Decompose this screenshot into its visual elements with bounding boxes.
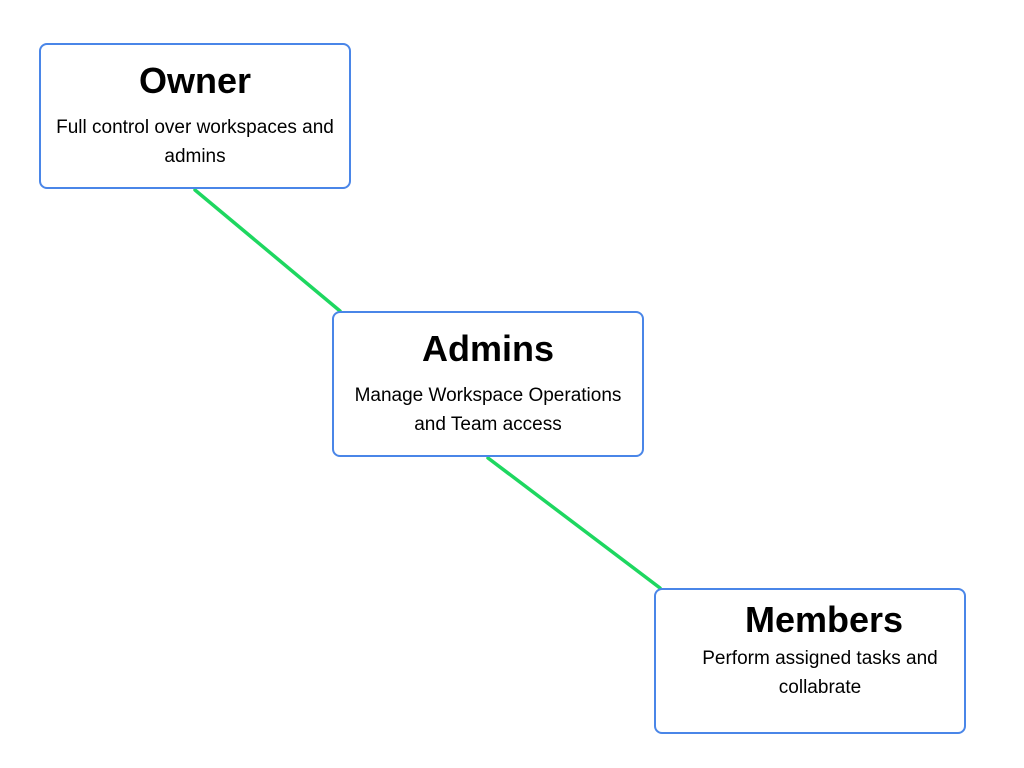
node-description: Manage Workspace Operations and Team acc… — [354, 385, 622, 435]
node-title: Members — [744, 599, 904, 640]
node-admins[interactable]: Admins Manage Workspace Operations and T… — [332, 311, 644, 457]
connector-owner-admins — [193, 188, 342, 313]
node-owner[interactable]: Owner Full control over workspaces and a… — [39, 43, 351, 189]
node-title: Admins — [421, 328, 554, 369]
node-description: Full control over workspaces and admins — [56, 117, 334, 167]
node-members[interactable]: Members Perform assigned tasks and colla… — [654, 588, 966, 734]
connector-admins-members — [486, 456, 662, 590]
node-title: Owner — [138, 60, 252, 101]
node-description: Perform assigned tasks and collabrate — [702, 648, 938, 698]
